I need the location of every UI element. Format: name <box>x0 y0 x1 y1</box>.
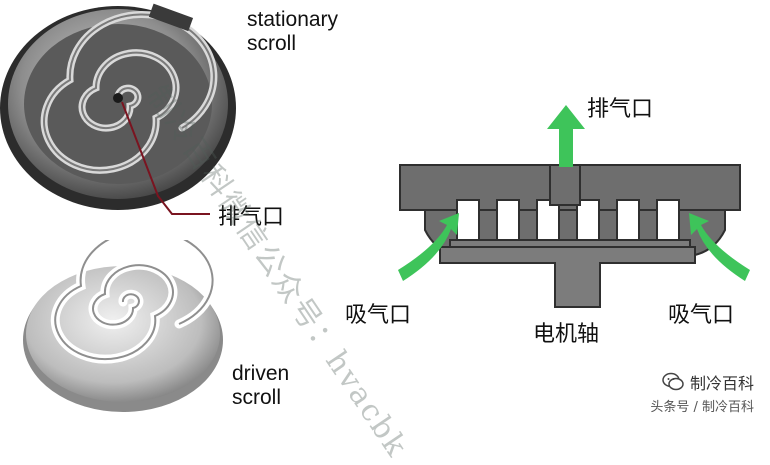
brand-sub: 头条号 / 制冷百科 <box>650 400 754 415</box>
intake-arrow-right <box>689 213 750 281</box>
diagram-canvas: stationary scroll 排气口 排气口 吸气口 吸气口 电机轴 dr… <box>0 3 754 464</box>
brand-name: 制冷百科 <box>689 374 754 393</box>
motor-shaft-body <box>439 246 696 308</box>
label-stationary-line2: scroll <box>247 32 297 55</box>
stationary-scroll-image <box>0 3 236 210</box>
driven-scroll-image <box>23 240 223 412</box>
label-motor-shaft: 电机轴 <box>533 322 600 347</box>
center-divider <box>549 164 581 206</box>
scroll-cross-section <box>398 105 750 308</box>
brand-block: 制冷百科 头条号 / 制冷百科 <box>650 370 754 415</box>
label-exhaust-top: 排气口 <box>587 97 654 122</box>
label-intake-left: 吸气口 <box>345 303 412 328</box>
exhaust-arrow-top <box>547 105 585 167</box>
exhaust-leader-line <box>121 101 210 215</box>
label-driven-line1: driven <box>232 362 290 385</box>
wechat-icon <box>662 372 684 391</box>
label-stationary-scroll: stationary scroll <box>247 8 338 56</box>
label-exhaust-left: 排气口 <box>218 205 285 230</box>
label-driven-line2: scroll <box>232 386 282 409</box>
intake-arrow-left <box>398 213 459 281</box>
label-intake-right: 吸气口 <box>668 303 735 328</box>
label-stationary-line1: stationary <box>247 8 339 31</box>
label-driven-scroll: driven scroll <box>232 362 289 410</box>
